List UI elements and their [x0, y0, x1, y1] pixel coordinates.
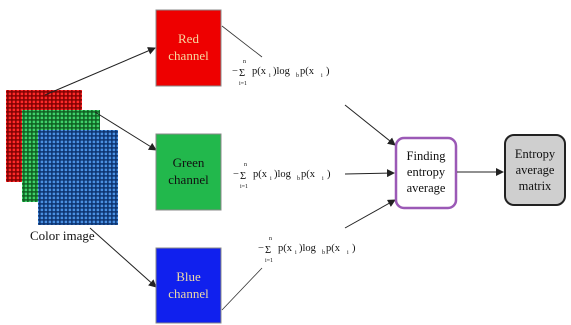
blue-channel-box: Blue channel	[155, 247, 222, 324]
finding-line2: entropy	[407, 165, 446, 179]
svg-text:Σ: Σ	[265, 245, 271, 256]
svg-text:): )	[352, 243, 356, 254]
color-image-stack	[6, 90, 118, 225]
red-channel-line2: channel	[168, 48, 209, 63]
svg-text:p(x: p(x	[301, 169, 316, 180]
svg-text:b: b	[297, 176, 300, 182]
blue-layer-image	[38, 130, 118, 225]
blue-channel-line2: channel	[168, 286, 209, 301]
output-line1: Entropy	[515, 147, 556, 161]
svg-text:p(x: p(x	[326, 243, 341, 254]
svg-text:i=1: i=1	[240, 184, 248, 190]
svg-text:i=1: i=1	[265, 258, 273, 264]
green-channel-box: Green channel	[155, 133, 222, 211]
arrow-to-green	[94, 111, 157, 151]
svg-text:n: n	[244, 162, 247, 168]
blue-to-formula-line	[221, 267, 263, 311]
svg-text:i: i	[270, 176, 272, 182]
finding-entropy-average-box: Finding entropy average	[394, 136, 458, 210]
svg-text:n: n	[243, 59, 246, 65]
svg-text:): )	[327, 169, 331, 180]
svg-text:): )	[326, 66, 330, 77]
blue-channel-line1: Blue	[176, 269, 201, 284]
svg-text:Σ: Σ	[240, 171, 246, 182]
svg-text:i: i	[269, 73, 271, 79]
svg-text:p(x: p(x	[252, 66, 267, 77]
svg-text:i=1: i=1	[239, 81, 247, 87]
red-to-formula-line	[221, 25, 263, 58]
svg-text:i: i	[321, 73, 323, 79]
svg-text:Σ: Σ	[239, 68, 245, 79]
svg-text:n: n	[269, 236, 272, 242]
arrow-red-formula-to-finding	[344, 104, 396, 146]
svg-text:−: −	[232, 66, 238, 77]
green-channel-line1: Green	[173, 155, 205, 170]
svg-text:i: i	[295, 250, 297, 256]
finding-line3: average	[407, 181, 446, 195]
output-line3: matrix	[519, 179, 552, 193]
svg-text:i: i	[322, 176, 324, 182]
red-entropy-formula: − Σ n i=1 p(x i )log b p(x i )	[232, 59, 330, 87]
red-channel-box: Red channel	[155, 9, 222, 87]
svg-text:p(x: p(x	[253, 169, 268, 180]
svg-text:)log: )log	[274, 169, 292, 180]
svg-text:b: b	[296, 73, 299, 79]
entropy-average-matrix-box: Entropy average matrix	[504, 134, 566, 206]
svg-text:−: −	[233, 169, 239, 180]
red-channel-line1: Red	[178, 31, 199, 46]
svg-text:i: i	[347, 250, 349, 256]
blue-entropy-formula: − Σ n i=1 p(x i )log b p(x i )	[258, 236, 356, 264]
svg-text:b: b	[322, 250, 325, 256]
svg-text:)log: )log	[273, 66, 291, 77]
svg-text:p(x: p(x	[300, 66, 315, 77]
finding-line1: Finding	[407, 149, 447, 163]
arrow-to-red	[44, 47, 156, 96]
green-entropy-formula: − Σ n i=1 p(x i )log b p(x i )	[233, 162, 331, 190]
svg-text:−: −	[258, 243, 264, 254]
output-line2: average	[516, 163, 555, 177]
svg-text:)log: )log	[299, 243, 317, 254]
arrow-green-formula-to-finding	[344, 169, 395, 178]
arrow-to-blue	[89, 227, 157, 288]
arrow-blue-formula-to-finding	[344, 199, 396, 229]
green-channel-line2: channel	[168, 172, 209, 187]
svg-text:p(x: p(x	[278, 243, 293, 254]
color-image-label: Color image	[30, 228, 95, 243]
